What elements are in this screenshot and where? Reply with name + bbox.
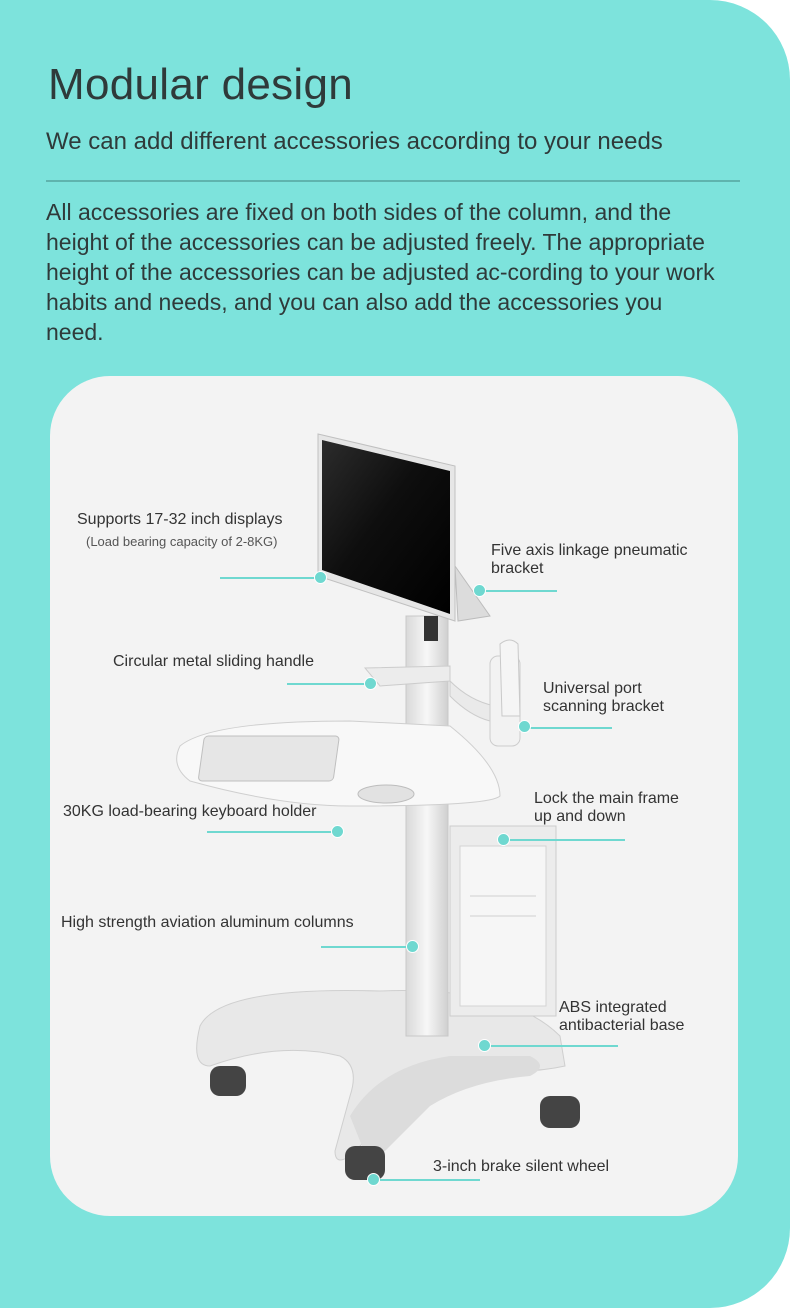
callout-bracket-dot xyxy=(473,584,486,597)
callout-handle-title: Circular metal sliding handle xyxy=(113,653,314,670)
callout-columns-line xyxy=(321,946,413,948)
product-card: Supports 17-32 inch displays (Load beari… xyxy=(50,376,738,1216)
callout-bracket-line2: bracket xyxy=(491,560,544,577)
callout-lock-line1: Lock the main frame xyxy=(534,790,679,807)
callout-displays-dot xyxy=(314,571,327,584)
callout-lock-line xyxy=(505,839,625,841)
divider xyxy=(46,180,740,182)
callout-keyboard-dot xyxy=(331,825,344,838)
callout-displays-note: (Load bearing capacity of 2-8KG) xyxy=(86,534,278,549)
callout-base-line1: ABS integrated xyxy=(559,999,667,1016)
callout-scanner-line1: Universal port xyxy=(543,680,642,697)
callout-base-dot xyxy=(478,1039,491,1052)
wheel-icon xyxy=(210,1066,580,1180)
callout-displays-title: Supports 17-32 inch displays xyxy=(77,511,283,528)
callout-keyboard-line xyxy=(207,831,337,833)
callout-displays-line xyxy=(220,577,320,579)
page-subtitle: We can add different accessories accordi… xyxy=(46,128,663,155)
callout-columns-title: High strength aviation aluminum columns xyxy=(61,914,354,931)
callout-scanner-dot xyxy=(518,720,531,733)
callout-columns-dot xyxy=(406,940,419,953)
description-text: All accessories are fixed on both sides … xyxy=(46,199,715,345)
callout-wheel-dot xyxy=(367,1173,380,1186)
cart-illustration xyxy=(176,433,580,1180)
callout-wheel-line xyxy=(380,1179,480,1181)
callout-base-line2: antibacterial base xyxy=(559,1017,685,1034)
callout-wheel-title: 3-inch brake silent wheel xyxy=(433,1158,610,1175)
callout-bracket-line1: Five axis linkage pneumatic xyxy=(491,542,688,559)
page-title: Modular design xyxy=(48,60,354,109)
callout-lock-dot xyxy=(497,833,510,846)
callout-handle-line xyxy=(287,683,367,685)
callout-scanner-line2: scanning bracket xyxy=(543,698,664,715)
callout-bracket-line xyxy=(482,590,557,592)
callout-handle-dot xyxy=(364,677,377,690)
callout-lock-line2: up and down xyxy=(534,808,626,825)
callout-keyboard-title: 30KG load-bearing keyboard holder xyxy=(63,803,317,820)
callout-scanner-line xyxy=(524,727,612,729)
callout-base-line xyxy=(490,1045,618,1047)
